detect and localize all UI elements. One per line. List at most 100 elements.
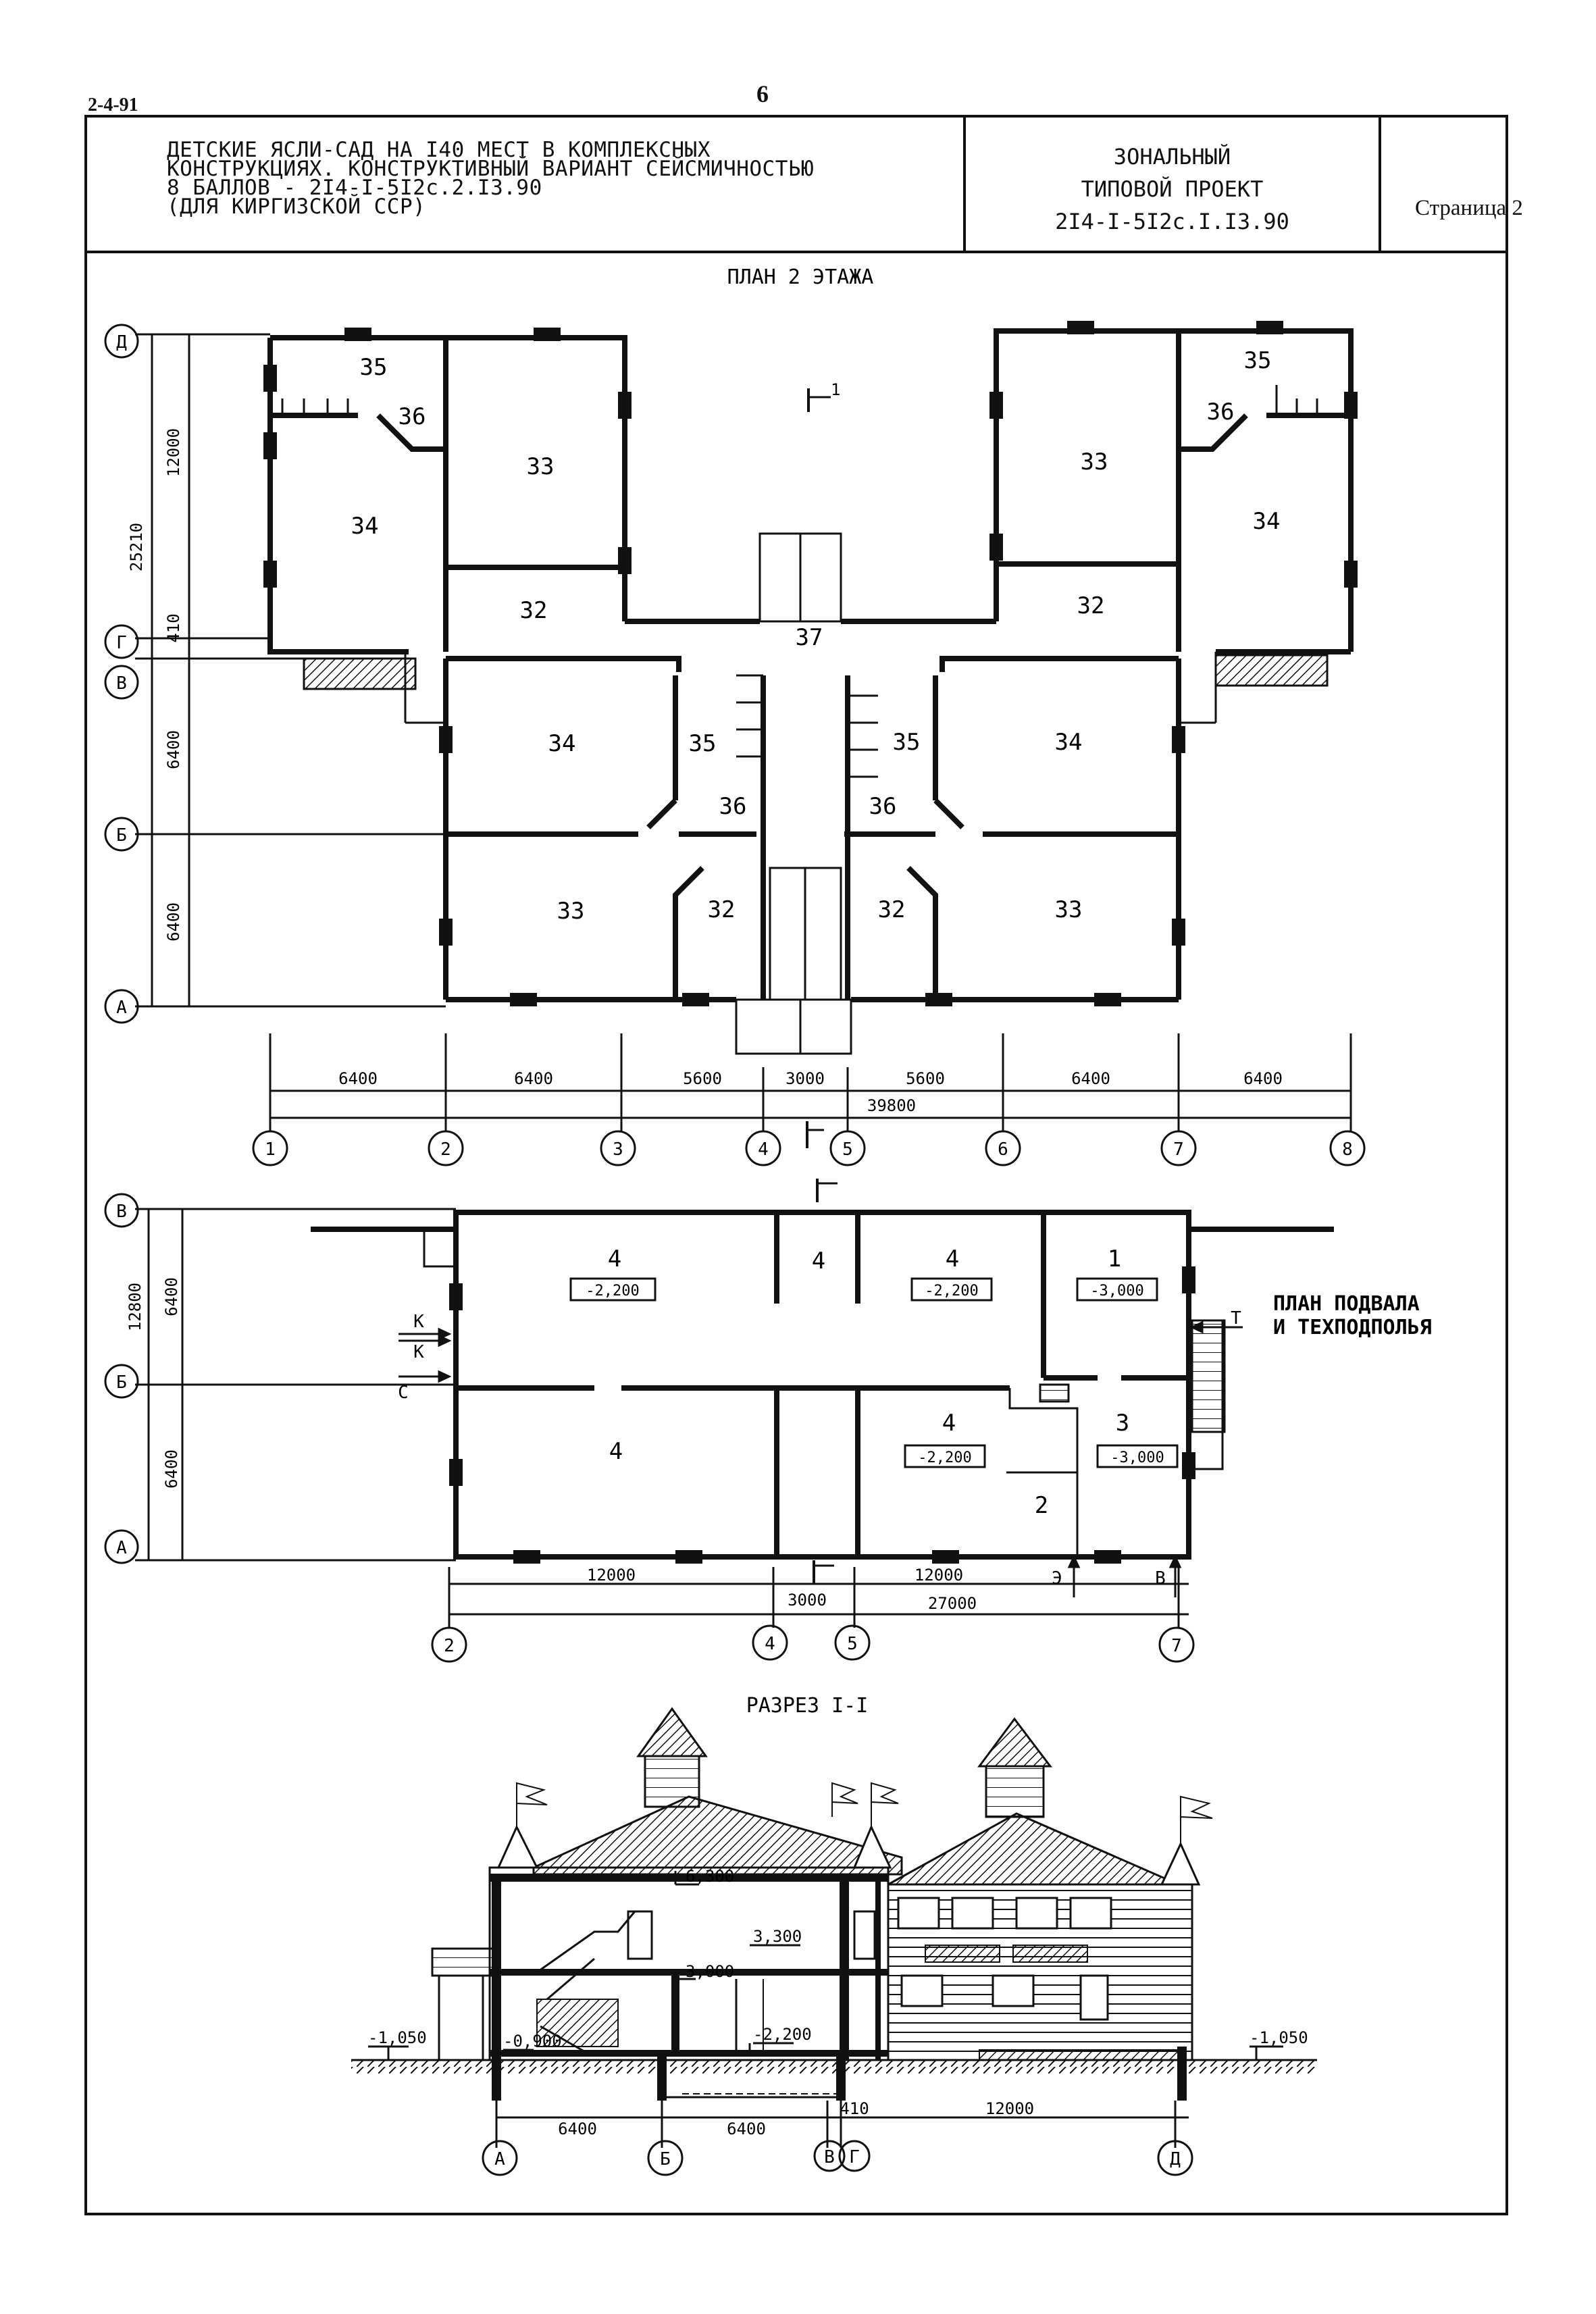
basement-axis-numbers: 2 4 5 7 [431, 1624, 1195, 1663]
dim-label: 6400 [1243, 1069, 1283, 1088]
level-mark: -0,900 [503, 2032, 562, 2051]
basement-room-numbers: 4 4 4 1 4 4 3 2 [608, 1245, 1129, 1519]
dim-label: 3000 [788, 1591, 827, 1610]
axis-label: В [116, 673, 127, 694]
dim-total: 39800 [867, 1096, 916, 1115]
dim-label: 12000 [915, 1566, 963, 1585]
basement-title-line-2: И ТЕХПОДПОЛЬЯ [1273, 1316, 1432, 1339]
basement-level-marks: -2,200 -2,200 -3,000 -2,200 -3,000 [569, 1277, 1179, 1468]
dim-label: 25210 [127, 523, 146, 571]
entry-label: В [1155, 1568, 1166, 1589]
dim-label: 6400 [164, 902, 183, 942]
dim-label: 6400 [338, 1069, 378, 1088]
basement-entry-arrows [398, 1320, 1243, 1597]
section-axes: А Б В Г Д [482, 2140, 1193, 2176]
axis-label: Б [660, 2149, 671, 2169]
section-dims [495, 2101, 1189, 2148]
axis-label: 8 [1342, 1139, 1353, 1160]
plan2-room: 35 [360, 354, 388, 381]
axis-label: А [494, 2149, 505, 2169]
dim-label: 3000 [786, 1069, 825, 1088]
plan2-room: 36 [869, 793, 897, 820]
axis-label: 7 [1171, 1636, 1182, 1656]
project-line-2: ТИПОВОЙ ПРОЕКТ [1081, 176, 1264, 202]
axis-label: В [824, 2147, 835, 2167]
section-level-marks [368, 1871, 1283, 2060]
axis-label: 4 [765, 1634, 775, 1654]
entry-label: Э [1052, 1568, 1062, 1589]
dim-label: 6400 [162, 1277, 181, 1316]
axis-label: 1 [265, 1139, 276, 1160]
dim-label: 5600 [683, 1069, 722, 1088]
plan2-dim-horizontal-labels: 6400 6400 5600 3000 5600 6400 6400 39800 [338, 1069, 1283, 1115]
axis-label: А [116, 998, 127, 1018]
plan2-room: 33 [527, 453, 555, 480]
dim-label: 12000 [985, 2099, 1034, 2118]
level-mark: -2,200 [925, 1283, 978, 1300]
dim-label: 6400 [514, 1069, 553, 1088]
axis-label: Б [116, 825, 127, 846]
basement-dim-horizontal [448, 1567, 1189, 1628]
axis-label: Г [849, 2147, 860, 2167]
basement-room: 4 [946, 1245, 959, 1272]
plan2-room: 32 [878, 896, 906, 923]
axis-label: 3 [613, 1139, 623, 1160]
plan2-room: 33 [1055, 896, 1083, 923]
basement-room: 4 [608, 1245, 621, 1272]
entry-label: К [413, 1312, 424, 1332]
level-mark: -1,050 [1250, 2028, 1308, 2047]
axis-label: 5 [842, 1139, 853, 1160]
basement-entry-labels: К К С Т Э В [398, 1308, 1241, 1589]
entry-label: Т [1231, 1308, 1241, 1329]
title-line-4: (ДЛЯ КИРГИЗСКОЙ ССР) [167, 195, 426, 219]
plan2-dim-vertical-labels: 12000 25210 410 6400 6400 [127, 428, 183, 942]
level-mark: -1,050 [368, 2028, 427, 2047]
basement-section-mark [813, 1179, 838, 1584]
axis-label: 2 [444, 1636, 455, 1656]
level-mark: -2,200 [918, 1449, 971, 1466]
basement-walls [311, 1210, 1334, 1560]
dim-total: 27000 [928, 1594, 977, 1613]
plan2-room: 35 [1244, 347, 1272, 374]
plan2-room: 32 [1077, 592, 1105, 619]
plan2-room: 34 [351, 513, 379, 540]
plan2-dim-horizontal [269, 1033, 1352, 1131]
dim-label: 410 [840, 2099, 869, 2118]
basement-dim-vertical-labels: 12800 6400 6400 [126, 1277, 181, 1489]
plan2-room-numbers: 35 36 33 34 32 33 32 34 35 36 37 34 35 3… [351, 347, 1281, 925]
dim-label: 6400 [1071, 1069, 1110, 1088]
dim-label: 12800 [126, 1283, 145, 1331]
level-mark: -3,000 [1090, 1283, 1143, 1300]
axis-label: 7 [1173, 1139, 1184, 1160]
plan2-room: 37 [796, 624, 823, 651]
axis-label: 2 [440, 1139, 451, 1160]
title-line-1: ДЕТСКИЕ ЯСЛИ-САД НА I40 МЕСТ В КОМПЛЕКСН… [167, 138, 711, 162]
basement-room: 3 [1116, 1410, 1129, 1437]
plan2-room: 32 [708, 896, 736, 923]
section-title: РАЗРЕЗ I-I [746, 1694, 869, 1718]
axis-label: 5 [847, 1634, 858, 1654]
plan2-room: 36 [719, 793, 747, 820]
title-line-2: КОНСТРУКЦИЯХ. КОНСТРУКТИВНЫЙ ВАРИАНТ СЕЙ… [167, 157, 815, 181]
dim-label: 410 [164, 613, 183, 642]
plan2-axis-numbers: 1 2 3 4 5 6 7 8 [252, 1130, 1366, 1166]
plan2-section-mark-bottom [806, 1121, 824, 1148]
level-mark: -3,000 [1110, 1449, 1164, 1466]
level-mark: 6,300 [686, 1867, 734, 1886]
title-block-sheet: Страница 2 [1381, 115, 1523, 251]
sheet-label: Страница 2 [1415, 196, 1523, 220]
level-mark: -2,200 [586, 1283, 639, 1300]
plan2-axis-letters: Д Г В Б А [104, 324, 139, 1024]
basement-thin-lines [423, 1228, 1226, 1557]
axis-label: Д [116, 332, 127, 353]
basement-axis-letters: В Б А [104, 1193, 139, 1564]
entry-label: К [413, 1342, 424, 1362]
plan2-dim-vertical [135, 333, 446, 1008]
axis-label: А [116, 1538, 127, 1558]
dim-label: 6400 [558, 2119, 597, 2138]
dim-label: 6400 [162, 1449, 181, 1489]
dim-label: 6400 [164, 730, 183, 769]
plan2-room: 35 [893, 729, 921, 756]
title-block-project: ЗОНАЛЬНЫЙ ТИПОВОЙ ПРОЕКТ 2I4-I-5I2c.I.I3… [966, 115, 1381, 251]
project-code: 2I4-I-5I2c.I.I3.90 [1055, 209, 1289, 234]
